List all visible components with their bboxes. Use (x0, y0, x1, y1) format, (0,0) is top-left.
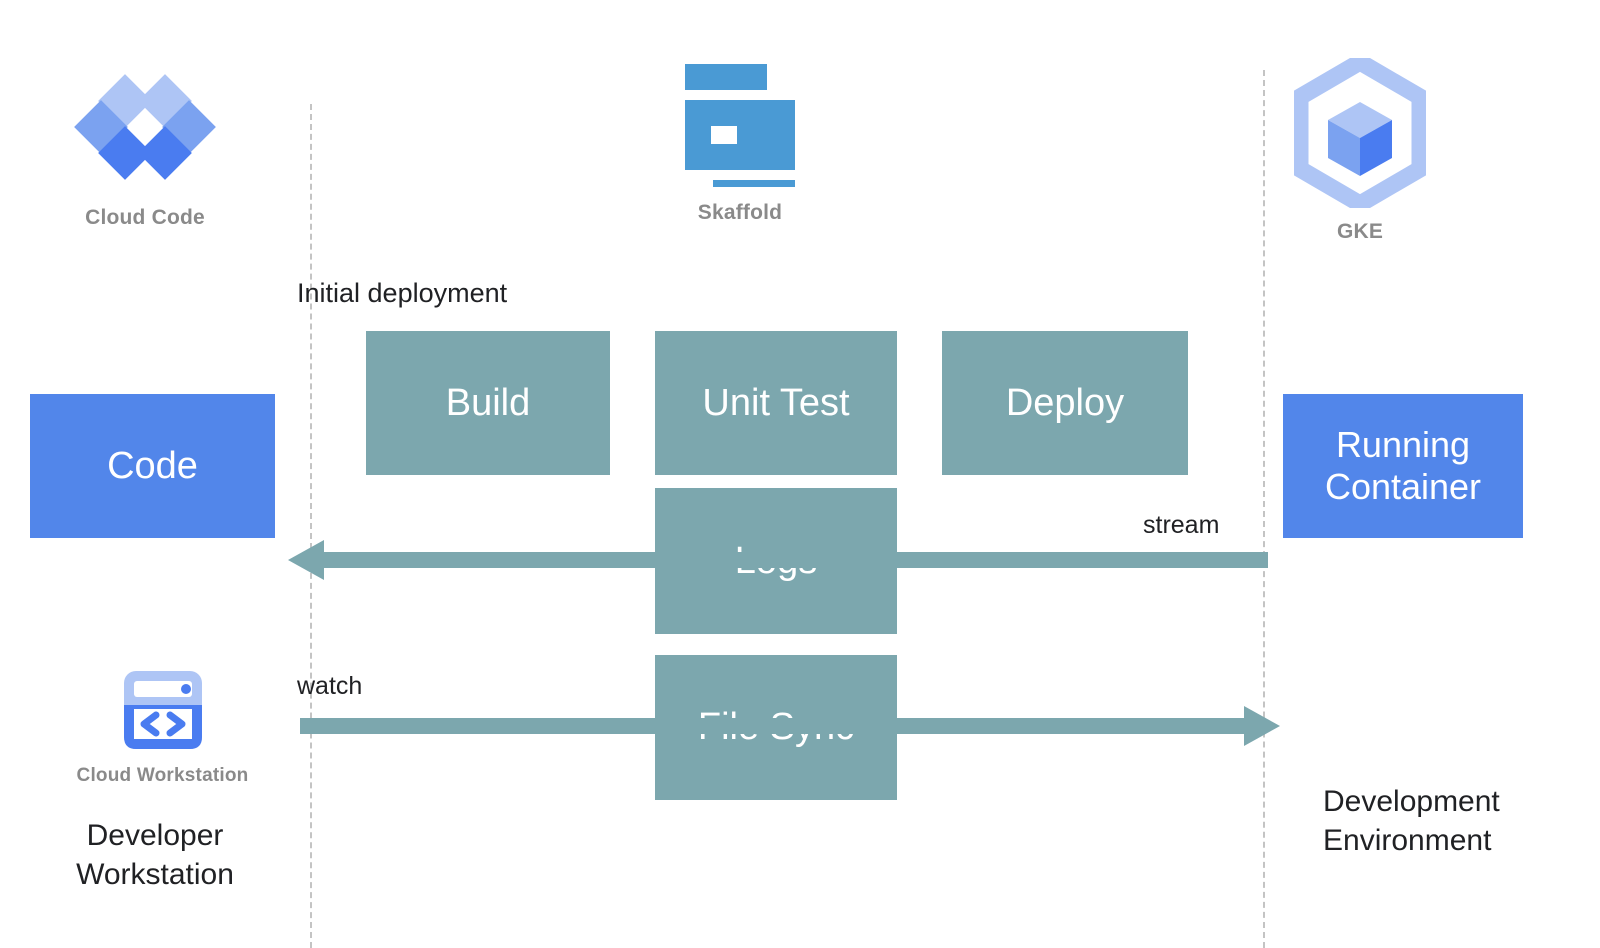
logo-block-gke: GKE (1260, 58, 1460, 244)
zone-label-right-line2: Environment (1323, 824, 1492, 857)
logo-caption-cloud-code: Cloud Code (85, 206, 205, 229)
zone-boundary-right (1263, 70, 1265, 948)
logo-caption-cloud-workstation: Cloud Workstation (76, 765, 249, 786)
box-deploy[interactable]: Deploy (942, 331, 1188, 475)
zone-label-left-line1: Developer (86, 819, 224, 852)
box-running-container-label-line2: Container (1324, 466, 1482, 507)
label-initial-deployment: Initial deployment (297, 278, 508, 308)
box-running-container[interactable]: Running Container (1283, 394, 1523, 538)
logo-block-cloud-workstation: Cloud Workstation (60, 665, 265, 787)
zone-label-right-line1: Development (1323, 785, 1500, 818)
zone-label-developer-workstation: Developer Workstation (55, 816, 255, 894)
box-code[interactable]: Code (30, 394, 275, 538)
zone-label-left-line2: Workstation (76, 858, 234, 891)
gke-icon (1294, 58, 1426, 208)
logs-arrow (288, 540, 1268, 580)
file-sync-arrow (300, 706, 1280, 746)
skaffold-icon (685, 64, 795, 187)
box-code-label: Code (107, 444, 198, 487)
box-build[interactable]: Build (366, 331, 610, 475)
box-unit-test[interactable]: Unit Test (655, 331, 897, 475)
box-build-label: Build (445, 381, 531, 424)
label-watch: watch (297, 672, 363, 700)
logo-block-cloud-code: Cloud Code (40, 70, 250, 230)
box-deploy-label: Deploy (1005, 381, 1125, 424)
zone-label-development-environment: Development Environment (1323, 782, 1563, 860)
cloud-workstation-icon (123, 671, 202, 749)
label-stream: stream (1143, 511, 1220, 539)
logo-block-skaffold: Skaffold (640, 62, 840, 225)
zone-boundary-left (310, 104, 312, 948)
box-running-container-label-line1: Running (1335, 423, 1471, 465)
box-unit-test-label: Unit Test (702, 381, 850, 424)
cloud-code-icon (74, 74, 216, 180)
logo-caption-gke: GKE (1336, 220, 1384, 243)
logo-caption-skaffold: Skaffold (697, 201, 783, 224)
box-running-container-label: Running Container (1325, 424, 1481, 509)
